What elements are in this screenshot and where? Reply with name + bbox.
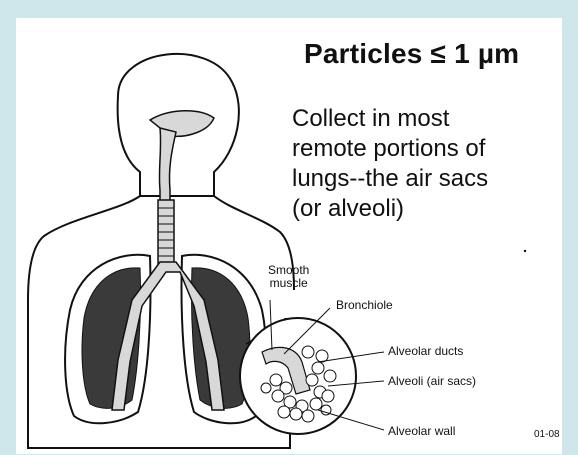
smooth-muscle-label: Smooth muscle — [268, 264, 309, 290]
description-line: remote portions of — [292, 134, 572, 164]
bronchiole-label: Bronchiole — [336, 299, 393, 312]
description-line: lungs--the air sacs — [292, 164, 572, 194]
alveolar-ducts-label: Alveolar ducts — [388, 345, 463, 358]
description-text: Collect in most remote portions of lungs… — [292, 104, 572, 224]
description-line: Collect in most — [292, 104, 572, 134]
alveoli-label: Alveoli (air sacs) — [388, 375, 476, 388]
alveolar-wall-label: Alveolar wall — [388, 425, 455, 438]
page-title: Particles ≤ 1 µm — [304, 38, 519, 70]
description-line: (or alveoli) — [292, 194, 572, 224]
figure-code: 01-08 — [534, 429, 560, 440]
smooth-muscle-label-line2: muscle — [268, 277, 309, 290]
